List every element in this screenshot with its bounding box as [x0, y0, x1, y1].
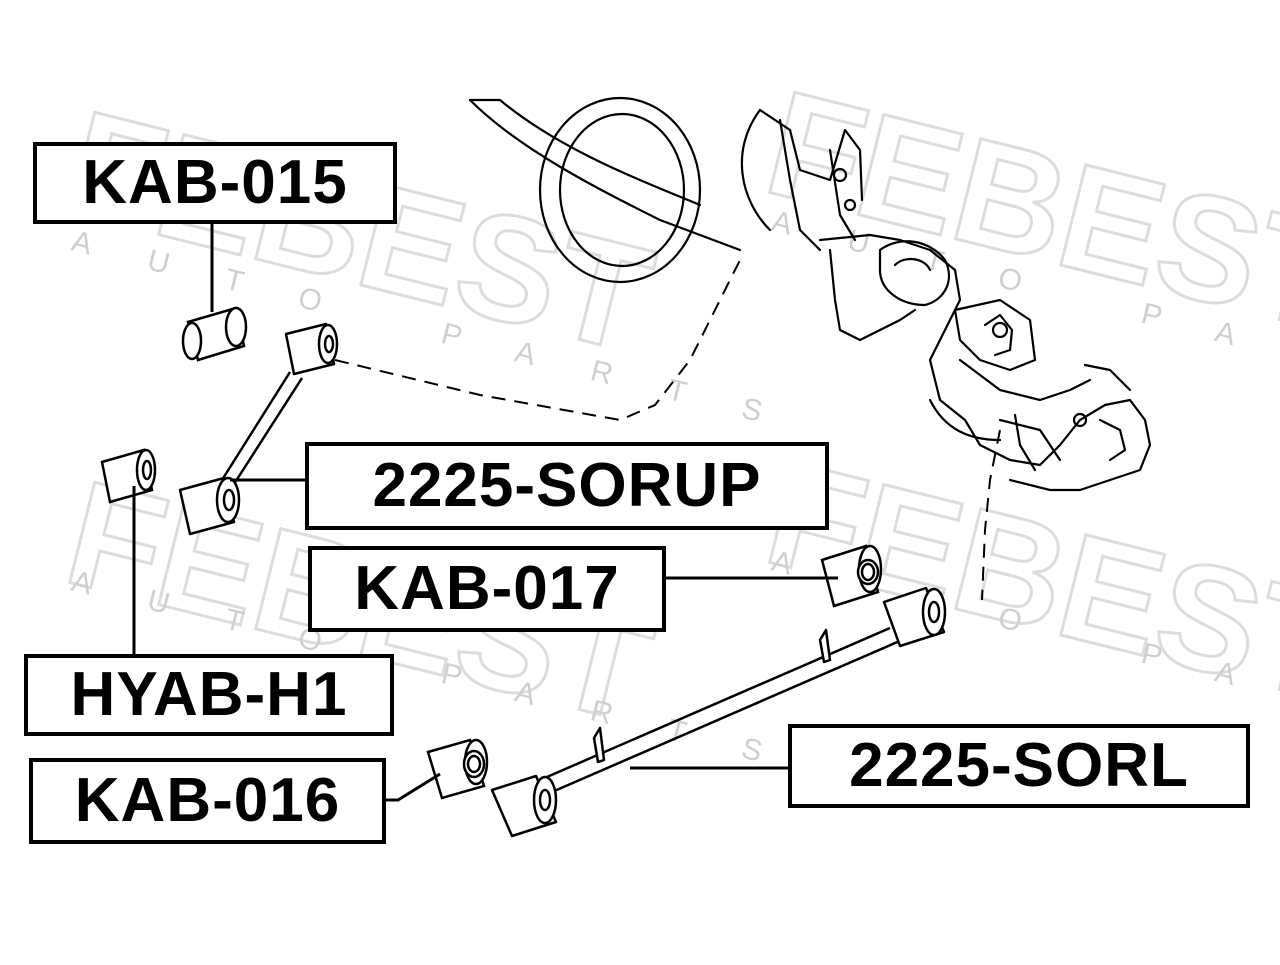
leader-lines	[132, 222, 838, 802]
lower-control-arm-2225-sorl	[490, 586, 947, 838]
part-label-kab017[interactable]: KAB-017	[308, 546, 666, 632]
hyabh1-bushing	[100, 448, 157, 504]
kab015-bushing	[181, 306, 248, 362]
kab017-bushing	[820, 544, 883, 608]
leader-kab016	[386, 772, 441, 802]
assembly-guide-lines	[334, 259, 1001, 601]
part-label-2225-sorl[interactable]: 2225-SORL	[788, 724, 1250, 808]
part-label-2225-sorup[interactable]: 2225-SORUP	[305, 442, 829, 530]
upper-control-arm-2225-sorup	[178, 322, 339, 536]
kab016-bushing	[426, 738, 489, 800]
axle-carrier-assembly	[468, 96, 1152, 492]
part-label-hyab-h1[interactable]: HYAB-H1	[24, 654, 394, 736]
part-label-kab016[interactable]: KAB-016	[29, 758, 386, 844]
watermark-text-1: FEBEST	[52, 78, 667, 384]
part-label-kab015[interactable]: KAB-015	[33, 142, 397, 224]
